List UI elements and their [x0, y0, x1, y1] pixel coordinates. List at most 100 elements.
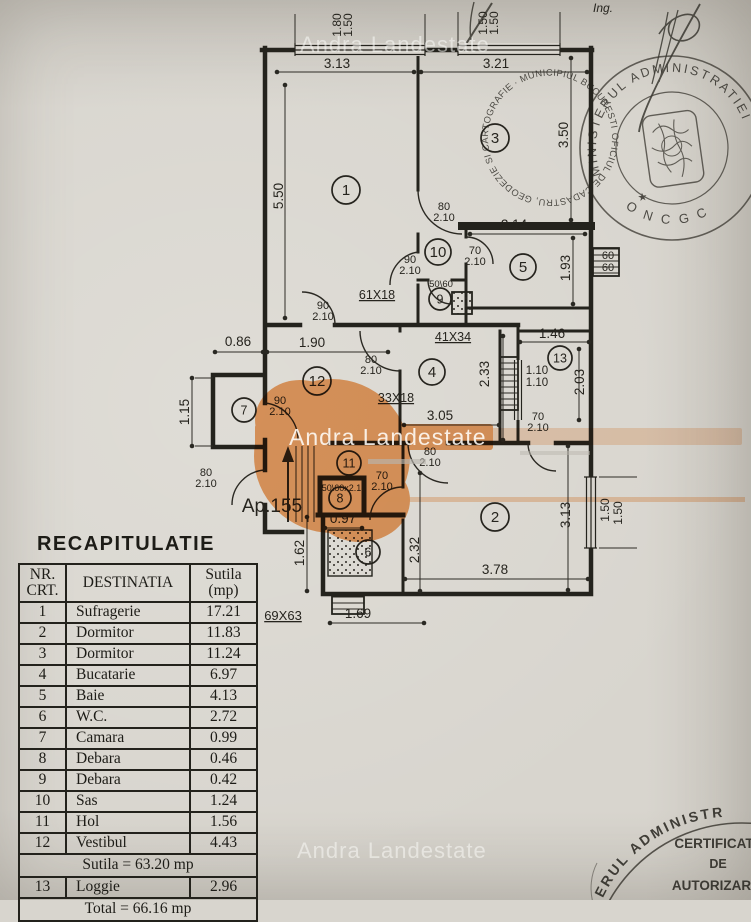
dim-label: 41X34	[435, 330, 471, 344]
dim-label: 2.10	[312, 311, 333, 323]
row-dest: Vestibul	[65, 832, 191, 855]
dim-label: 1.50	[476, 11, 490, 35]
dim-dot	[327, 620, 333, 626]
window	[584, 476, 597, 549]
row-dest: Dormitor	[65, 622, 191, 645]
room-number-circle	[418, 358, 446, 386]
row-area: 2.96	[189, 876, 258, 899]
row-area: 0.99	[189, 727, 258, 750]
dim-dot	[417, 588, 423, 594]
agency-watermark-smudges	[368, 451, 590, 464]
subtotal-row: Sutila = 63.20 mp	[18, 853, 258, 878]
vent-shaft	[592, 247, 620, 277]
dim-label: 90	[404, 254, 416, 266]
total-row: Total = 66.16 mp	[18, 897, 258, 922]
row-dest: Camara	[65, 727, 191, 750]
door-arc	[527, 442, 557, 472]
dim-dot	[565, 587, 571, 593]
dim-label: 1.62	[292, 540, 307, 566]
dim-dot	[282, 315, 288, 321]
dim-dot	[282, 82, 288, 88]
dim-label: 50\60	[429, 279, 453, 290]
recap-section: RECAPITULATIE NR. CRT. DESTINATIA Sutila…	[18, 533, 258, 922]
dim-dot	[189, 443, 195, 449]
room-number-circle	[547, 345, 573, 371]
dim-dot	[417, 470, 423, 476]
dim-dot	[568, 217, 574, 223]
dim-label: 61X18	[359, 288, 395, 302]
row-nr: 5	[18, 685, 67, 708]
dim-label: 2.03	[572, 369, 587, 395]
dim-dot	[570, 301, 576, 307]
row-nr: 1	[18, 601, 67, 624]
row-nr: 12	[18, 832, 67, 855]
engineer-abbrev: Ing.	[593, 1, 613, 15]
door-arc	[359, 330, 401, 372]
dim-label: 69X63	[264, 608, 302, 623]
dim-dot	[421, 620, 427, 626]
dim-label: 1.50	[611, 501, 625, 525]
row-dest: Debara	[65, 769, 191, 792]
row-dest: Baie	[65, 685, 191, 708]
dim-label: 70	[469, 245, 481, 257]
dim-dot	[418, 69, 424, 75]
dim-label: 3.78	[482, 562, 508, 577]
floor-plan-svg: MINISTERUL ADMINISTRATIEI O N C G C OFIC…	[177, 1, 751, 900]
dim-label: 2.33	[477, 361, 492, 387]
row-nr: 3	[18, 643, 67, 666]
dim-dot	[584, 69, 590, 75]
dim-label: 1.10	[526, 365, 548, 377]
dim-label: 2.14	[501, 217, 528, 232]
dim-dot	[274, 69, 280, 75]
row-nr: 13	[18, 876, 67, 899]
dim-label: 90	[317, 300, 329, 312]
vent-shaft	[499, 356, 519, 411]
door-arc	[417, 189, 463, 235]
dim-dot	[264, 349, 270, 355]
dim-label: 3.05	[427, 408, 453, 423]
dim-dot	[189, 375, 195, 381]
row-dest: W.C.	[65, 706, 191, 729]
dim-label: 1.90	[299, 335, 325, 350]
row-dest: Loggie	[65, 876, 191, 899]
room-number-circle	[509, 253, 537, 281]
room-number: 6	[365, 546, 372, 560]
room-number: 10	[430, 244, 447, 261]
dim-label: 2.32	[407, 537, 422, 563]
row-area: 0.46	[189, 748, 258, 771]
subtotal-row-label: Sutila = 63.20 mp	[18, 853, 258, 878]
dim-dot	[585, 576, 591, 582]
vent-shaft	[331, 595, 365, 615]
dim-label: 3.13	[324, 56, 350, 71]
dim-label: 2.10	[360, 365, 381, 377]
row-nr: 11	[18, 811, 67, 834]
header-nr: NR. CRT.	[18, 563, 67, 603]
dim-label: 2.10	[399, 265, 420, 277]
row-dest: Sufragerie	[65, 601, 191, 624]
row-area: 1.56	[189, 811, 258, 834]
row-dest: Sas	[65, 790, 191, 813]
row-dest: Debara	[65, 748, 191, 771]
room-number: 9	[437, 293, 444, 307]
dimension-lines	[191, 12, 637, 624]
dim-label: 1.69	[345, 606, 371, 621]
dim-dot	[467, 231, 473, 237]
room-number-circle	[480, 123, 510, 153]
dim-label: 2.10	[464, 256, 485, 268]
room-number-circle	[480, 502, 510, 532]
dim-dot	[385, 349, 391, 355]
certificat-line1: CERTIFICAT	[674, 836, 751, 851]
dim-dot	[582, 231, 588, 237]
dim-label: 80	[365, 354, 377, 366]
dim-label: 3.13	[558, 502, 573, 528]
shafts	[327, 247, 620, 615]
watermark-top: Andra Landestate	[300, 32, 490, 57]
window	[294, 43, 426, 56]
